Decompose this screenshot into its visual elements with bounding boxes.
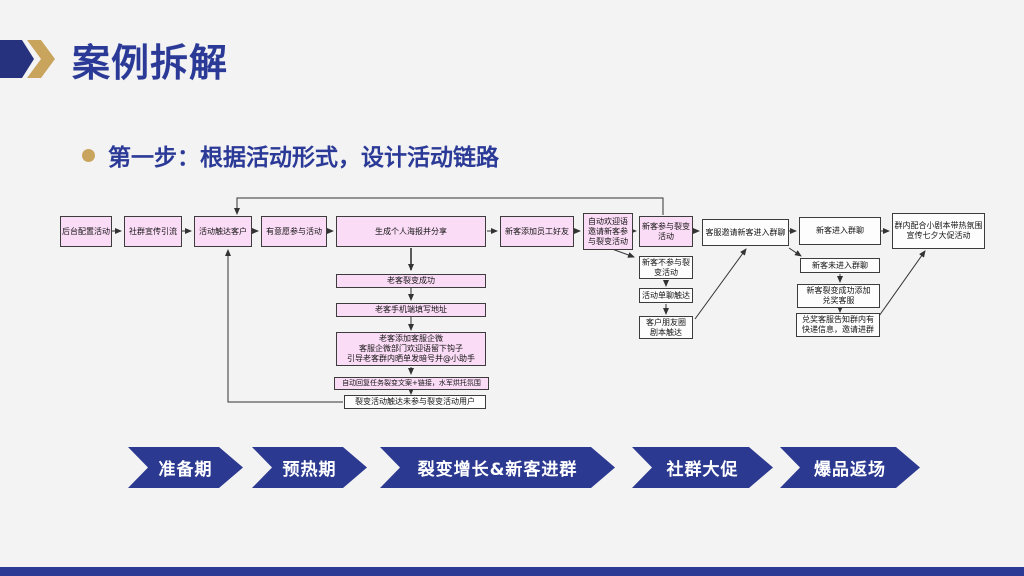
- flow-box-notentered: 新客未进入群聊: [800, 258, 880, 273]
- flow-box-poster: 生成个人海报并分享: [336, 216, 486, 247]
- flow-box-reach: 活动触达客户: [194, 216, 252, 247]
- flow-box-cfg: 后台配置活动: [60, 216, 112, 247]
- flow-box-oldadd: 老客添加客服企微 客服企微部门欢迎语留下钩子 引导老客群内晒单发暗号并@小助手: [336, 332, 486, 366]
- flow-box-autoreply: 自动回复任务裂变文案+链接，水军烘托氛围: [334, 377, 489, 390]
- phase-banner-fission-growth: 裂变增长&新客进群: [380, 447, 615, 488]
- step-heading: 第一步：根据活动形式，设计活动链路: [108, 145, 499, 171]
- flow-box-promo: 社群宣传引流: [124, 216, 182, 247]
- footer-bar: [0, 567, 1024, 576]
- flow-box-addstaff: 新客添加员工好友: [500, 216, 574, 247]
- flow-box-oldaddr: 老客手机端填写地址: [336, 303, 486, 317]
- title-chevron-icon: [0, 40, 55, 78]
- bullet-icon: [82, 149, 95, 162]
- flow-box-singlechat: 活动单聊触达: [639, 288, 693, 303]
- flow-box-oldsuccess: 老客裂变成功: [336, 274, 486, 288]
- flow-box-redeem: 兑奖客服告知群内有 快递信息，邀请进群: [796, 313, 880, 337]
- phase-banner-community-promo: 社群大促: [632, 447, 773, 488]
- flow-box-welcome: 自动欢迎语 邀请新客参 与裂变活动: [583, 213, 633, 250]
- flow-box-reachnon: 裂变活动触达未参与裂变活动用户: [344, 395, 486, 409]
- flow-box-entered: 新客进入群聊: [799, 217, 881, 245]
- flow-box-invite: 客服邀请新客进入群聊: [702, 219, 789, 246]
- flow-box-moments: 客户朋友圈 剧本触达: [639, 316, 693, 339]
- flow-box-script: 群内配合小剧本带热氛围 宣传七夕大促活动: [892, 213, 985, 249]
- flow-box-nonpart: 新客不参与裂 变活动: [639, 256, 693, 279]
- flow-box-willing: 有意愿参与活动: [261, 216, 327, 247]
- page-title: 案例拆解: [72, 41, 229, 85]
- flow-box-fissionok: 新客裂变成功添加 兑奖客服: [797, 284, 880, 308]
- phase-banner-hot-product-return: 爆品返场: [780, 447, 920, 488]
- flow-box-newjoin: 新客参与裂变 活动: [639, 216, 693, 247]
